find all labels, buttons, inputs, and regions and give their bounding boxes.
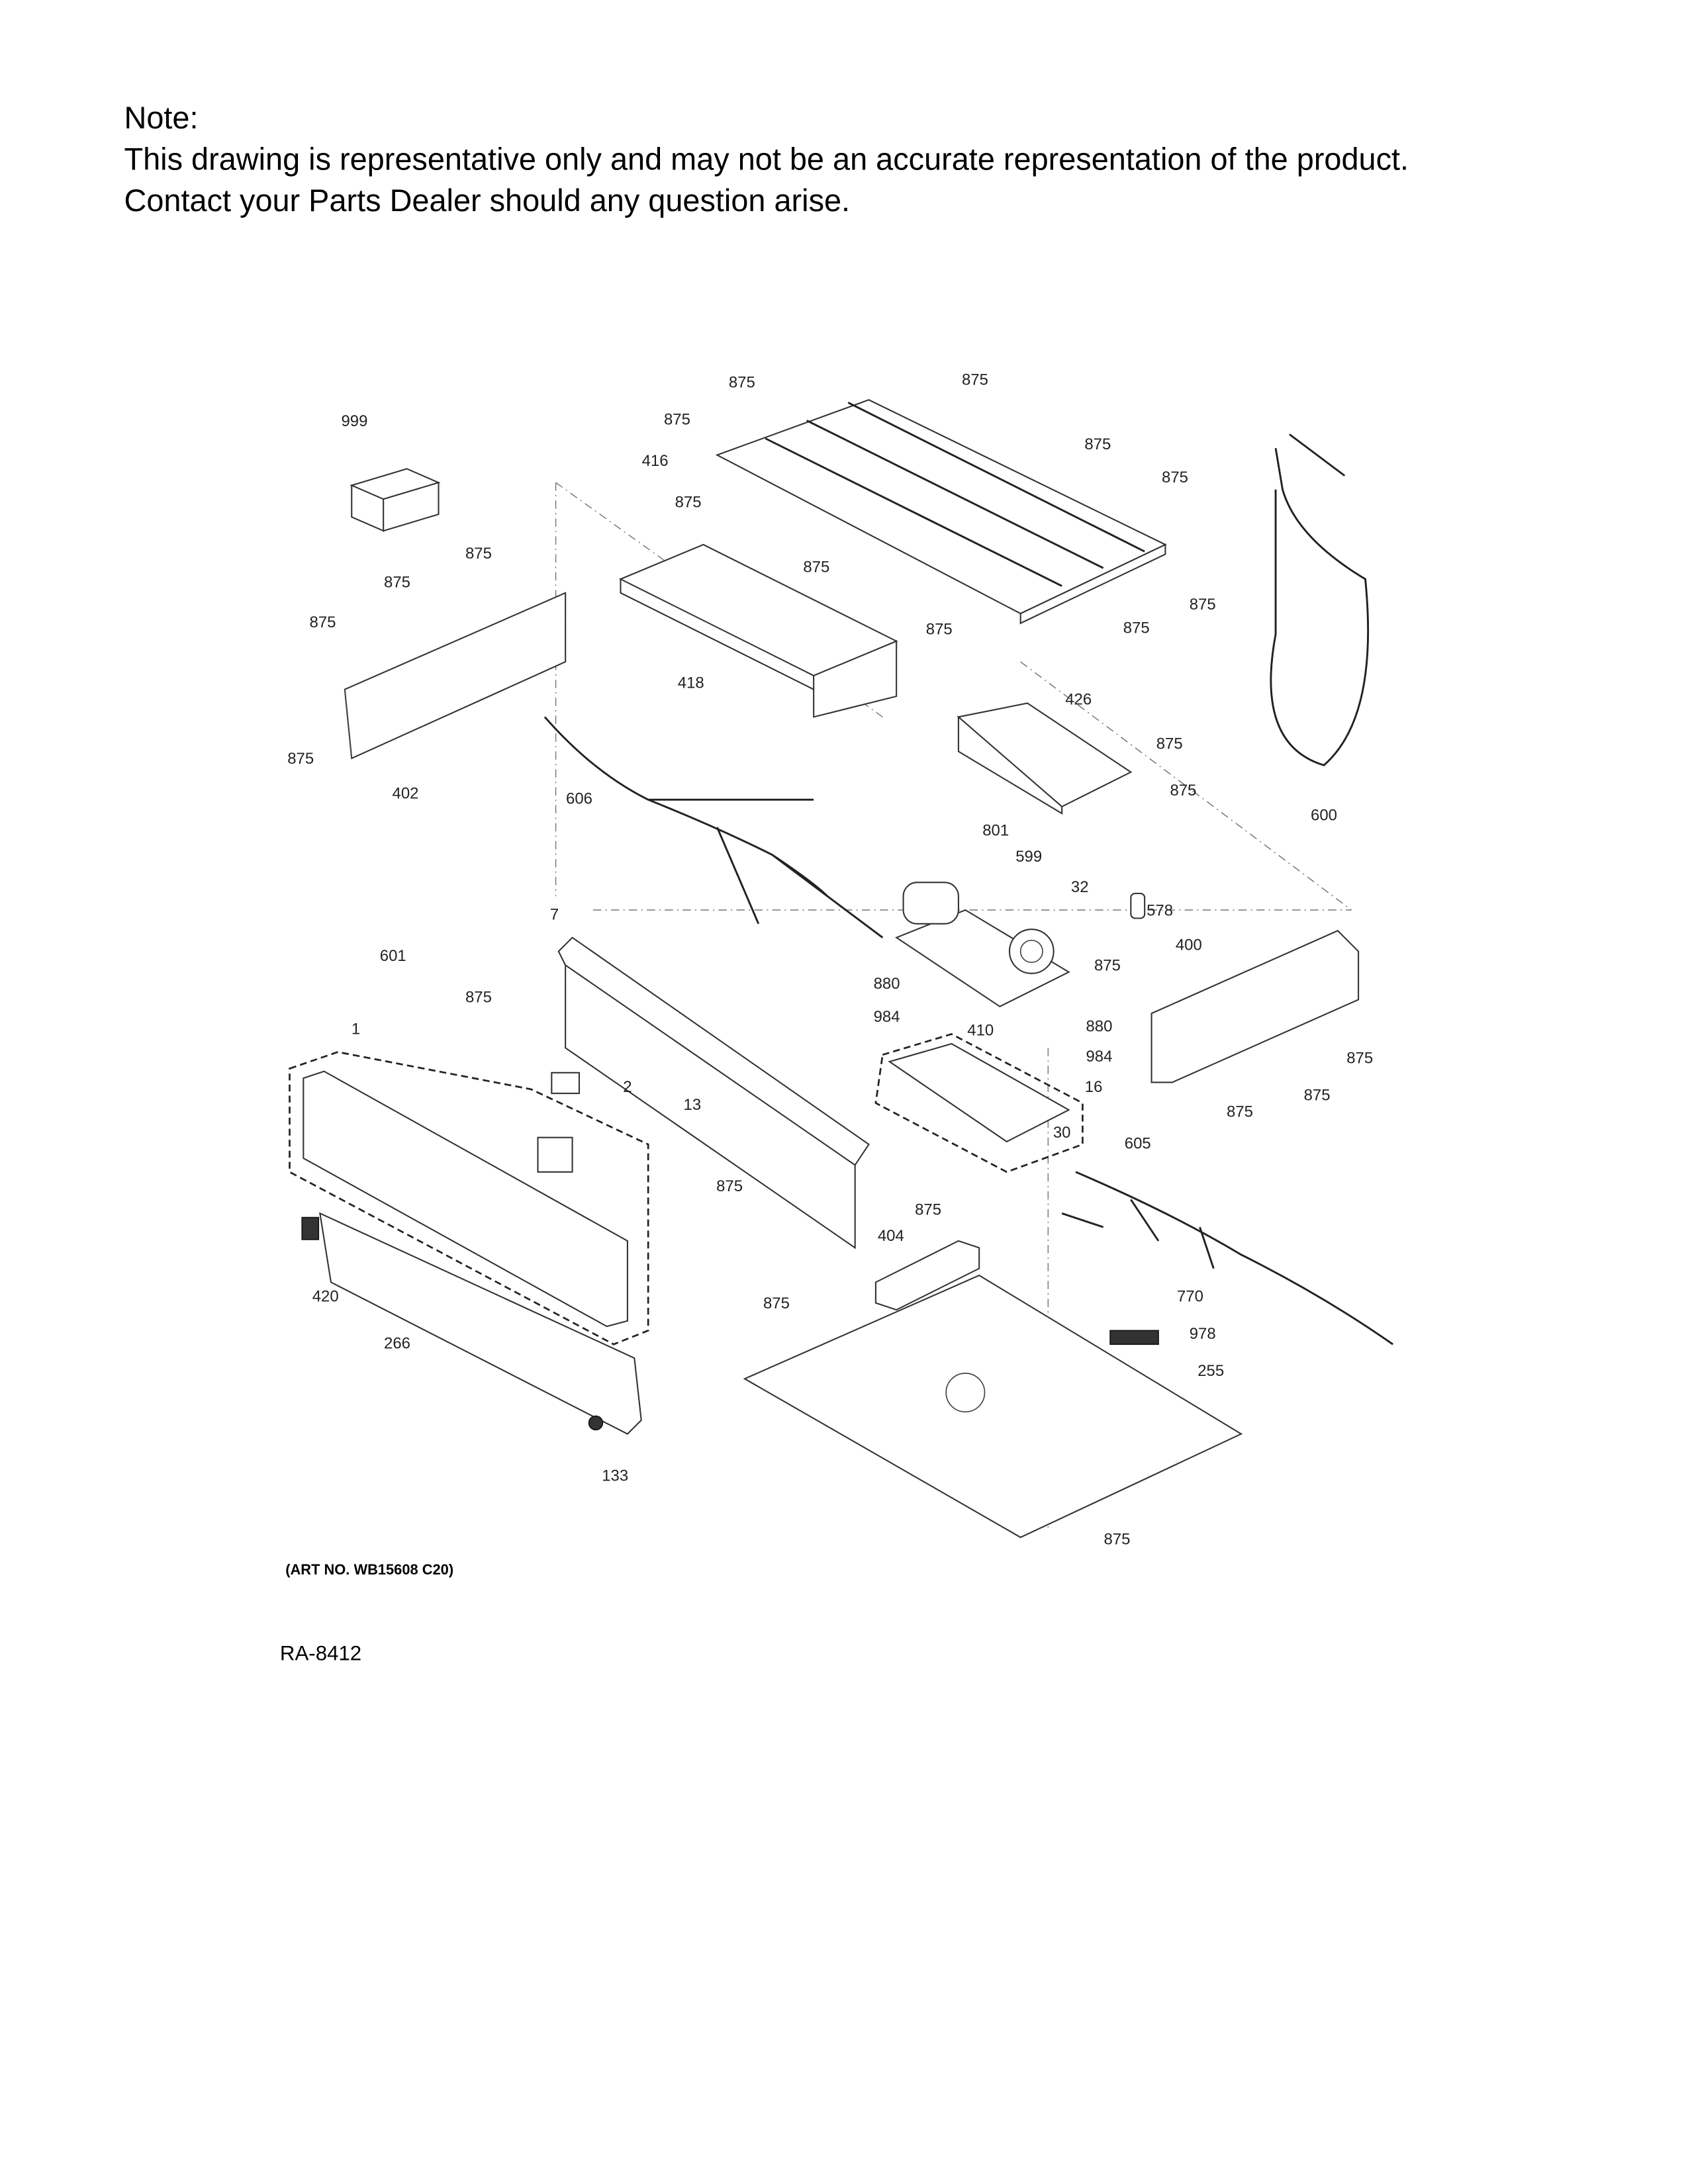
note-heading: Note: [124, 101, 199, 135]
callout-label: 32 [1071, 878, 1089, 896]
part-bracket-426 [957, 702, 1133, 815]
part-capacitor-578 [1130, 892, 1146, 919]
callout-label: 801 [982, 822, 1009, 840]
callout-label: 1 [352, 1021, 360, 1038]
part-top-cover [715, 399, 1167, 625]
part-404 [874, 1240, 980, 1311]
callout-label: 30 [1053, 1124, 1071, 1142]
callout-label: 133 [602, 1467, 628, 1485]
callout-label: 875 [1304, 1087, 1331, 1105]
part-hose-fitting [1289, 433, 1346, 477]
callout-label: 875 [1346, 1049, 1373, 1067]
part-terminal-block-255 [1109, 1330, 1159, 1345]
art-number: (ART NO. WB15608 C20) [285, 1561, 453, 1578]
callout-label: 426 [1065, 691, 1092, 709]
part-base-pan [743, 1274, 1243, 1539]
callout-label: 875 [1170, 782, 1197, 799]
callout-label: 875 [1190, 596, 1216, 614]
part-blower-assembly [894, 882, 1146, 1008]
callout-label: 999 [341, 412, 367, 430]
callout-label: 875 [716, 1177, 743, 1195]
callout-label: 770 [1177, 1288, 1203, 1306]
callout-label: 875 [664, 411, 690, 429]
callout-label: 600 [1311, 807, 1337, 825]
part-420 [301, 1216, 320, 1240]
callout-label: 875 [384, 574, 410, 592]
callout-label: 875 [803, 559, 829, 576]
callout-label: 13 [684, 1096, 702, 1114]
part-harness-606 [543, 716, 884, 938]
callout-label: 578 [1147, 901, 1173, 919]
callout-label: 875 [465, 545, 492, 563]
callout-label: 984 [1086, 1048, 1112, 1066]
callout-label: 978 [1190, 1325, 1216, 1343]
note-block: Note: This drawing is representative onl… [124, 101, 1409, 218]
callout-label: 601 [380, 947, 406, 965]
callout-label: 16 [1085, 1078, 1103, 1096]
control-panel-group-box [289, 1051, 649, 1345]
callout-label: 875 [729, 373, 755, 391]
callout-label: 880 [1086, 1017, 1112, 1035]
callout-label: 875 [310, 614, 336, 631]
callout-label: 875 [1094, 957, 1121, 975]
callout-label: 255 [1197, 1362, 1224, 1380]
callout-label: 416 [642, 452, 669, 470]
callout-label: 7 [550, 906, 559, 924]
callout-label: 875 [1104, 1530, 1131, 1548]
callout-label: 410 [967, 1022, 994, 1040]
part-control-panel-1 [303, 1070, 628, 1328]
callout-label: 875 [962, 371, 988, 388]
part-sensor-2 [551, 1071, 581, 1095]
callout-label: 420 [312, 1288, 339, 1306]
part-frame-7 [557, 936, 870, 1250]
callout-label: 418 [678, 674, 704, 692]
callout-label: 400 [1176, 936, 1202, 954]
callout-label: 875 [465, 989, 492, 1007]
callout-label: 266 [384, 1335, 410, 1353]
part-side-panel-402 [344, 592, 567, 760]
part-trim-266 [318, 1212, 642, 1435]
part-box-999 [350, 468, 441, 532]
part-hose-600 [1270, 447, 1370, 766]
callout-label: 875 [1227, 1103, 1253, 1121]
callout-label: 875 [1162, 469, 1188, 486]
part-base-hole [945, 1373, 986, 1413]
exploded-view-drawing [289, 399, 1394, 1539]
callout-label: 402 [393, 784, 419, 802]
callout-label: 880 [874, 975, 900, 993]
callout-label: 875 [915, 1201, 941, 1218]
callout-label: 875 [763, 1295, 790, 1312]
drawing-id: RA-8412 [280, 1641, 361, 1664]
part-rear-panel-400 [1150, 930, 1360, 1083]
callout-labels: 875 875 875 416 875 875 999 875 875 875 875 875 875 8… [287, 371, 1373, 1548]
part-board-16 [888, 1042, 1070, 1143]
callout-label: 875 [675, 494, 702, 512]
part-133 [588, 1415, 604, 1431]
callout-label: 984 [874, 1008, 900, 1026]
callout-label: 605 [1125, 1134, 1151, 1152]
callout-label: 875 [1123, 619, 1150, 637]
note-line-2: Contact your Parts Dealer should any que… [124, 183, 851, 218]
control-board-group-box [874, 1033, 1084, 1173]
callout-label: 875 [1084, 435, 1111, 453]
callout-label: 875 [287, 750, 314, 768]
part-harness-605 [1061, 1171, 1394, 1345]
callout-label: 404 [878, 1227, 904, 1245]
callout-label: 599 [1015, 848, 1042, 866]
note-line-1: This drawing is representative only and … [124, 142, 1409, 176]
callout-label: 2 [623, 1078, 632, 1096]
part-board [537, 1136, 573, 1173]
callout-label: 875 [926, 620, 953, 638]
part-duct-418 [618, 543, 898, 718]
callout-label: 606 [566, 790, 592, 808]
callout-label: 875 [1156, 735, 1183, 752]
